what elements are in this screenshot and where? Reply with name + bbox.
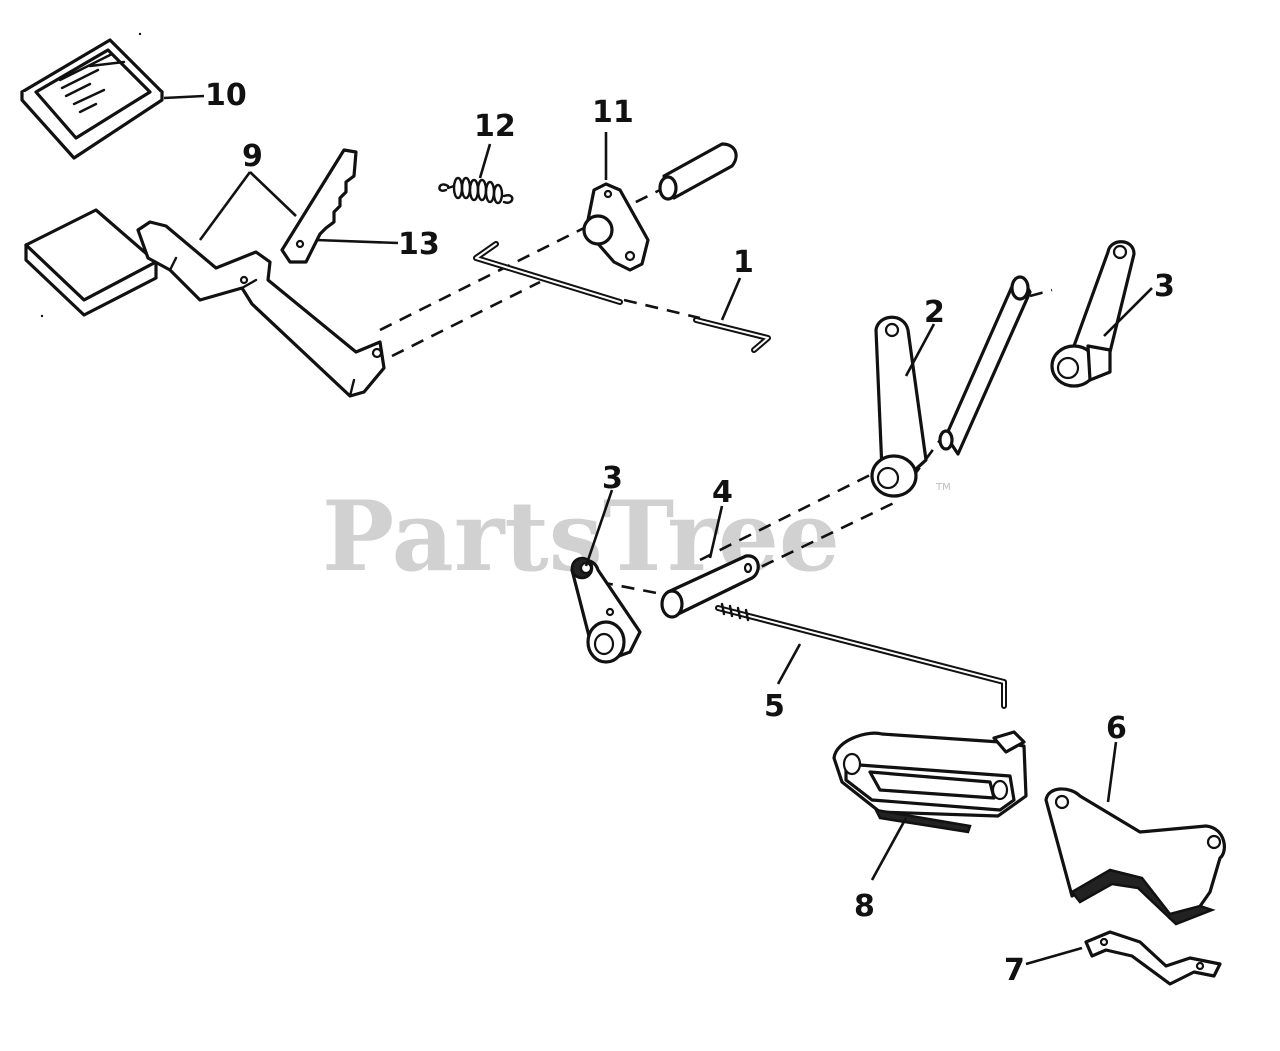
cross-shaft-pin[interactable]: [938, 275, 1032, 456]
part-6-mounting-bracket[interactable]: [1044, 787, 1226, 926]
assembly-lines: [379, 188, 1053, 598]
speck: [138, 32, 142, 36]
part-10-decal[interactable]: [20, 38, 164, 160]
leader-lines: [163, 94, 1153, 966]
callout-2: 2: [924, 295, 945, 330]
part-13-ratchet-plate[interactable]: [280, 148, 358, 264]
part-3-lower-arm[interactable]: [570, 556, 642, 664]
callout-labels: 10 9 13 12 11 1 2 3 3 4 5 6 7 8: [205, 78, 1175, 988]
part-11-pivot-bracket[interactable]: [582, 182, 650, 272]
part-5-rod[interactable]: [715, 602, 1007, 709]
callout-4: 4: [712, 475, 733, 510]
callout-6: 6: [1106, 711, 1127, 746]
watermark-tm: TM: [935, 482, 951, 493]
callout-7: 7: [1004, 953, 1025, 988]
callout-5: 5: [764, 689, 785, 724]
callout-13: 13: [398, 227, 440, 262]
part-7-strap[interactable]: [1084, 930, 1222, 986]
part-12-spring[interactable]: [438, 176, 514, 205]
part-3-upper-arm[interactable]: [1050, 240, 1136, 388]
callout-8: 8: [854, 889, 875, 924]
callout-3-lower: 3: [602, 461, 623, 496]
part-9-brake-pedal[interactable]: [24, 208, 386, 398]
callout-11: 11: [592, 95, 634, 130]
part-2-lever-arm[interactable]: [870, 315, 928, 498]
part-8-bearing-housing[interactable]: [832, 730, 1028, 834]
callout-1: 1: [733, 245, 754, 280]
callout-3-upper: 3: [1154, 269, 1175, 304]
part-1-brake-rod[interactable]: [473, 241, 771, 353]
speck: [40, 314, 44, 318]
callout-12: 12: [474, 109, 516, 144]
callout-10: 10: [205, 78, 247, 113]
callout-9: 9: [242, 139, 263, 174]
pivot-pin[interactable]: [658, 142, 738, 201]
part-4-shaft[interactable]: [660, 554, 760, 619]
